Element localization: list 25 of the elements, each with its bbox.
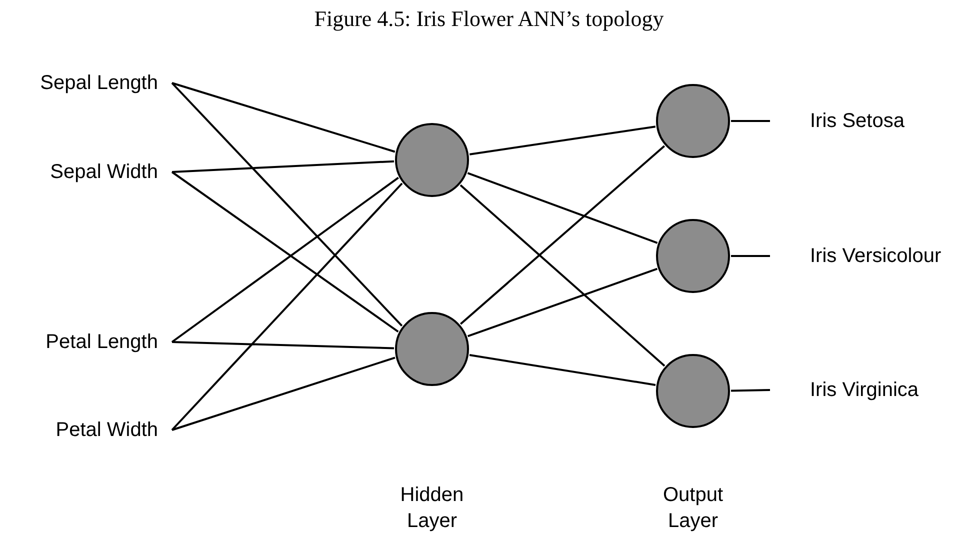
connection-line xyxy=(467,172,658,244)
input-label: Petal Length xyxy=(46,330,158,355)
connection-line xyxy=(171,82,403,327)
connection-line xyxy=(460,145,666,325)
output-label: Iris Versicolour xyxy=(810,244,942,269)
output-label: Iris Setosa xyxy=(810,109,904,134)
connection-line xyxy=(731,120,770,122)
input-label: Sepal Width xyxy=(50,160,158,185)
connection-line xyxy=(467,268,658,338)
connection-line xyxy=(469,126,656,156)
layer-label: Output Layer xyxy=(662,483,724,534)
connection-line xyxy=(172,82,396,153)
connection-line xyxy=(730,389,770,392)
connection-line xyxy=(469,354,656,386)
connection-line xyxy=(171,182,403,431)
connection-line xyxy=(172,356,396,431)
input-label: Petal Width xyxy=(56,418,158,443)
output-label: Iris Virginica xyxy=(810,378,919,403)
connection-line xyxy=(172,160,394,173)
connection-line xyxy=(460,184,666,367)
connection-line xyxy=(731,255,770,257)
connection-line xyxy=(172,341,394,350)
input-label: Sepal Length xyxy=(40,71,158,96)
layer-label: Hidden Layer xyxy=(399,483,465,534)
figure-title: Figure 4.5: Iris Flower ANN’s topology xyxy=(313,5,665,33)
